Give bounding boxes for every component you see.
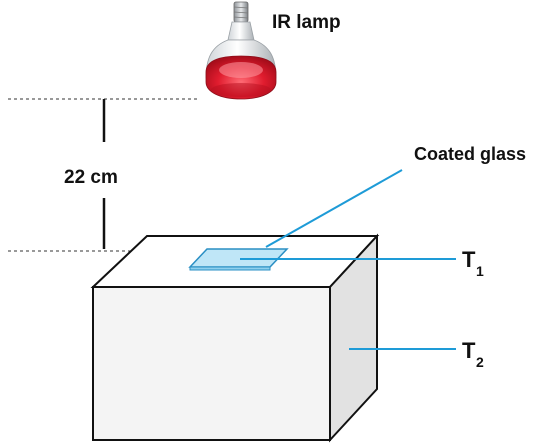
box — [90, 233, 380, 443]
ir-lamp-icon — [205, 1, 277, 100]
coated-glass-leader-line — [265, 169, 403, 248]
box-front-face — [92, 286, 331, 441]
t2-label: T 2 — [462, 338, 484, 370]
t1-label-main: T — [462, 247, 476, 272]
ir-lamp-label: IR lamp — [272, 12, 341, 33]
coated-glass-label: Coated glass — [414, 144, 526, 164]
coated-glass-edge — [189, 266, 271, 271]
distance-label: 22 cm — [64, 167, 118, 188]
t1-label: T 1 — [462, 247, 484, 279]
t2-label-main: T — [462, 338, 476, 363]
t2-label-subscript: 2 — [476, 354, 484, 370]
t1-label-subscript: 1 — [476, 263, 484, 279]
